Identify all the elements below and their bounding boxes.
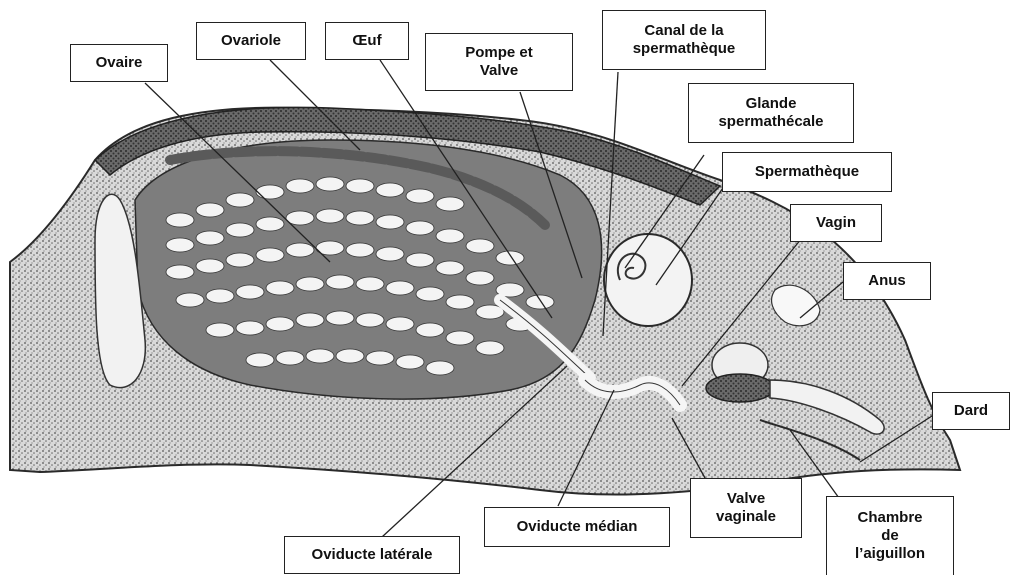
label-pompe-valve: Pompe et Valve [425, 33, 573, 91]
label-oviducte-median: Oviducte médian [484, 507, 670, 547]
label-chambre-line1: Chambre [857, 509, 922, 527]
label-valve-vaginale: Valve vaginale [690, 478, 802, 538]
label-vagin-text: Vagin [816, 214, 856, 232]
label-vagin: Vagin [790, 204, 882, 242]
label-ovariole: Ovariole [196, 22, 306, 60]
label-glande-line1: Glande [746, 95, 797, 113]
label-anus-text: Anus [868, 272, 906, 290]
label-anus: Anus [843, 262, 931, 300]
label-oviducte-median-text: Oviducte médian [517, 518, 638, 536]
label-canal-line1: Canal de la [644, 22, 723, 40]
label-ovaire-text: Ovaire [96, 54, 143, 72]
label-pompe-line2: Valve [480, 62, 518, 80]
label-oviducte-laterale: Oviducte latérale [284, 536, 460, 574]
label-ovariole-text: Ovariole [221, 32, 281, 50]
label-dard: Dard [932, 392, 1010, 430]
label-canal-line2: spermathèque [633, 40, 736, 58]
label-glande: Glande spermathécale [688, 83, 854, 143]
venom-sac [706, 374, 774, 402]
label-oeuf: Œuf [325, 22, 409, 60]
label-pompe-line1: Pompe et [465, 44, 533, 62]
label-oeuf-text: Œuf [352, 32, 381, 50]
label-spermatheque-text: Spermathèque [755, 163, 859, 181]
label-valve-vaginale-line1: Valve [727, 490, 765, 508]
label-ovaire: Ovaire [70, 44, 168, 82]
label-chambre-line3: l’aiguillon [855, 545, 925, 563]
label-canal: Canal de la spermathèque [602, 10, 766, 70]
label-valve-vaginale-line2: vaginale [716, 508, 776, 526]
label-glande-line2: spermathécale [718, 113, 823, 131]
label-oviducte-laterale-text: Oviducte latérale [312, 546, 433, 564]
label-chambre-aiguillon: Chambre de l’aiguillon [826, 496, 954, 575]
label-dard-text: Dard [954, 402, 988, 420]
label-spermatheque: Spermathèque [722, 152, 892, 192]
label-chambre-line2: de [881, 527, 899, 545]
spermatheca [604, 234, 692, 326]
